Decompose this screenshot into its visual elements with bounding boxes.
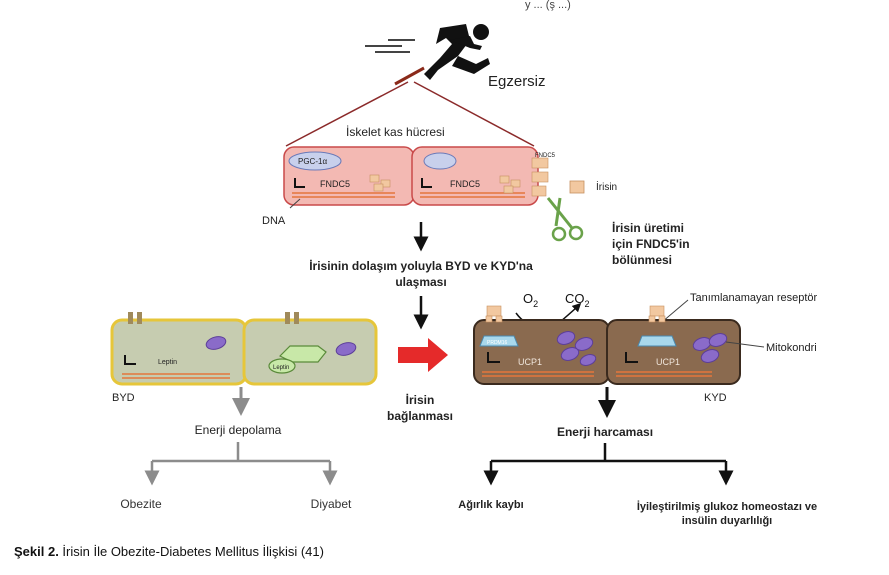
skeletal-muscle-cell <box>283 146 549 206</box>
co2-text: CO <box>565 291 585 306</box>
white-adipose-cell <box>110 312 378 386</box>
cleavage-note-2: için FNDC5'in <box>612 237 690 251</box>
scissors-icon <box>546 197 584 242</box>
brown-adipose-cell <box>473 305 741 385</box>
caption-text: İrisin İle Obezite-Diabetes Mellitus İli… <box>58 544 324 559</box>
fndc5-membrane: FNDC5 <box>535 153 556 159</box>
cleavage-note-1: İrisin üretimi <box>612 220 684 235</box>
o2-sub: 2 <box>533 299 538 309</box>
ucp-left: UCP1 <box>518 357 542 367</box>
outcome-weight-loss: Ağırlık kaybı <box>458 499 523 511</box>
runner-icon <box>365 24 490 86</box>
receptor-label: Tanımlanamayan reseptör <box>690 292 818 304</box>
prdm-label: PRDM16 <box>487 340 508 346</box>
header-fragment: y ... (ş ...) <box>525 0 571 11</box>
pgc-nucleus <box>288 151 342 171</box>
bat-label: KYD <box>704 392 727 404</box>
o2-text: O <box>523 291 533 306</box>
irisin-label: İrisin <box>596 180 617 193</box>
dna-pointer <box>289 198 301 209</box>
outcome-obesity: Obezite <box>120 497 162 511</box>
caption-prefix: Şekil 2. <box>14 544 59 559</box>
energy-storage: Enerji depolama <box>195 423 282 437</box>
wat-label: BYD <box>112 392 135 404</box>
cleavage-note-3: bölünmesi <box>612 253 672 267</box>
mito-label: Mitokondri <box>766 342 817 354</box>
binding-note-1: İrisin <box>406 392 435 407</box>
leptin-left: Leptin <box>158 359 177 366</box>
circulation-note-2: ulaşması <box>395 275 446 289</box>
zoom-line-left <box>285 81 409 147</box>
muscle-title: İskelet kas hücresi <box>346 125 445 139</box>
outcome-glucose-2: insülin duyarlılığı <box>682 515 772 527</box>
fndc5-right: FNDC5 <box>450 179 480 189</box>
outcome-glucose-1: İyileştirilmiş glukoz homeostazı ve <box>637 500 817 513</box>
pgc-label: PGC-1α <box>298 157 327 166</box>
energy-expenditure: Enerji harcaması <box>557 425 653 439</box>
binding-note-2: bağlanması <box>387 409 453 423</box>
outcome-diabetes: Diyabet <box>311 497 352 511</box>
figure-caption: Şekil 2. İrisin İle Obezite-Diabetes Mel… <box>14 544 324 559</box>
red-arrow <box>398 338 448 372</box>
receptor-pointer <box>661 299 689 323</box>
irisin-molecule <box>569 180 585 194</box>
nucleus-right <box>423 152 457 170</box>
mitochondrion-icon <box>556 331 728 366</box>
ucp-right: UCP1 <box>656 357 680 367</box>
fndc5-left: FNDC5 <box>320 179 350 189</box>
mito-pointer <box>725 341 765 348</box>
co2-label: CO2 <box>565 291 590 309</box>
co2-sub: 2 <box>585 299 590 309</box>
exercise-label: Egzersiz <box>488 73 546 90</box>
receptor-icon <box>485 305 666 323</box>
o2-label: O2 <box>523 291 538 309</box>
leptin-right: Leptin <box>273 365 289 371</box>
circulation-note-1: İrisinin dolaşım yoluyla BYD ve KYD'na <box>309 258 533 273</box>
zoom-line-right <box>413 81 535 147</box>
dna-label: DNA <box>262 215 286 227</box>
